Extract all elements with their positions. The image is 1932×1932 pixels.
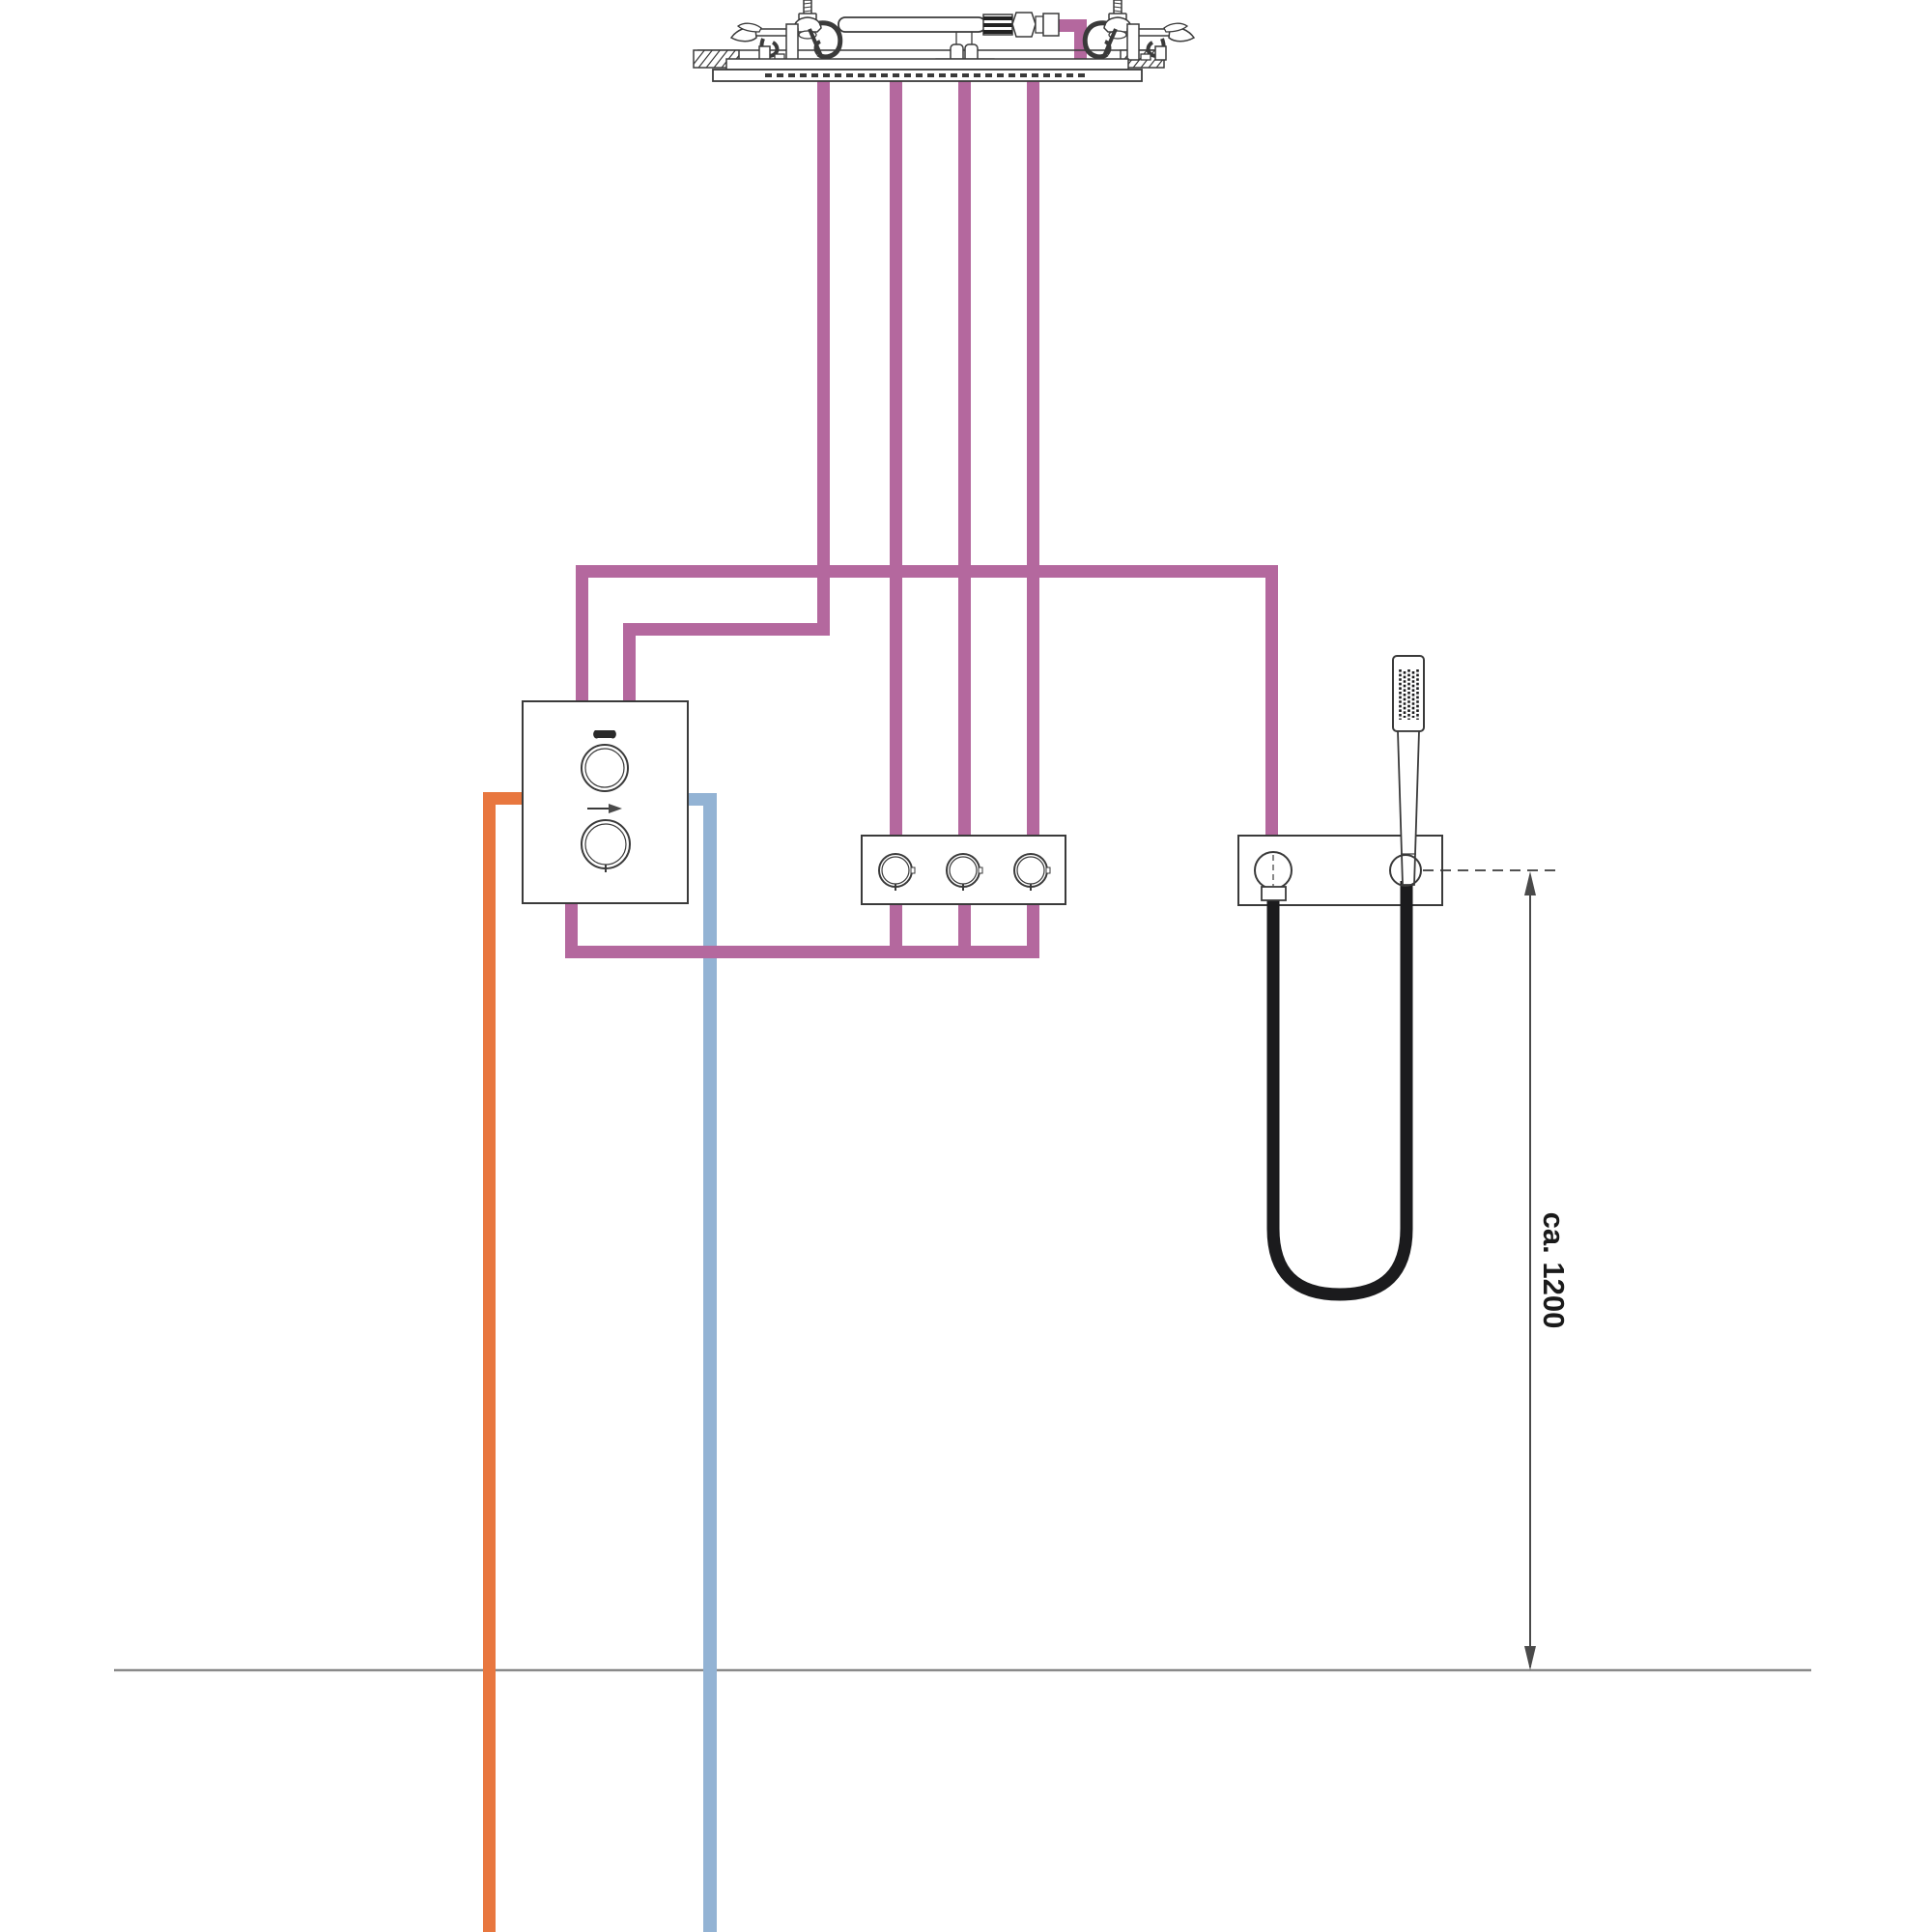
hand-shower[interactable] <box>1392 655 1425 886</box>
mixed-water-pipes <box>565 19 1278 958</box>
cold-water-supply-pipe <box>688 793 717 1932</box>
dimension-label: ca. 1200 <box>1537 1212 1571 1329</box>
diverter-button-1[interactable] <box>878 853 916 891</box>
diverter-button-3[interactable] <box>1013 853 1051 891</box>
grohe-logo <box>593 730 616 739</box>
hand-shower-holder-ring[interactable] <box>1389 854 1422 887</box>
dimension-arrow-down <box>1524 1646 1536 1670</box>
spray-face-dots <box>1399 669 1419 720</box>
shower-hose <box>1266 881 1413 1301</box>
triple-diverter-trim <box>861 835 1066 905</box>
hand-shower-station <box>1237 655 1443 1301</box>
shower-head-plate <box>712 58 1143 82</box>
height-dimension: ca. 1200 <box>1524 871 1571 1670</box>
dimension-arrow-up <box>1524 871 1536 895</box>
hand-shower-handle <box>1397 730 1420 886</box>
diverter-button-2[interactable] <box>946 853 983 891</box>
hose-nut <box>1011 12 1037 38</box>
hot-water-supply-pipe <box>483 792 523 1932</box>
ceiling-mounted-shower-head <box>693 0 1194 82</box>
volume-dial[interactable] <box>581 819 631 872</box>
thermostat-mixer-valve <box>522 700 689 904</box>
flow-direction-arrow <box>587 804 622 813</box>
flexible-supply-hose <box>838 12 1060 38</box>
water-outlet-elbow <box>1254 851 1293 901</box>
temperature-dial[interactable] <box>581 744 629 792</box>
